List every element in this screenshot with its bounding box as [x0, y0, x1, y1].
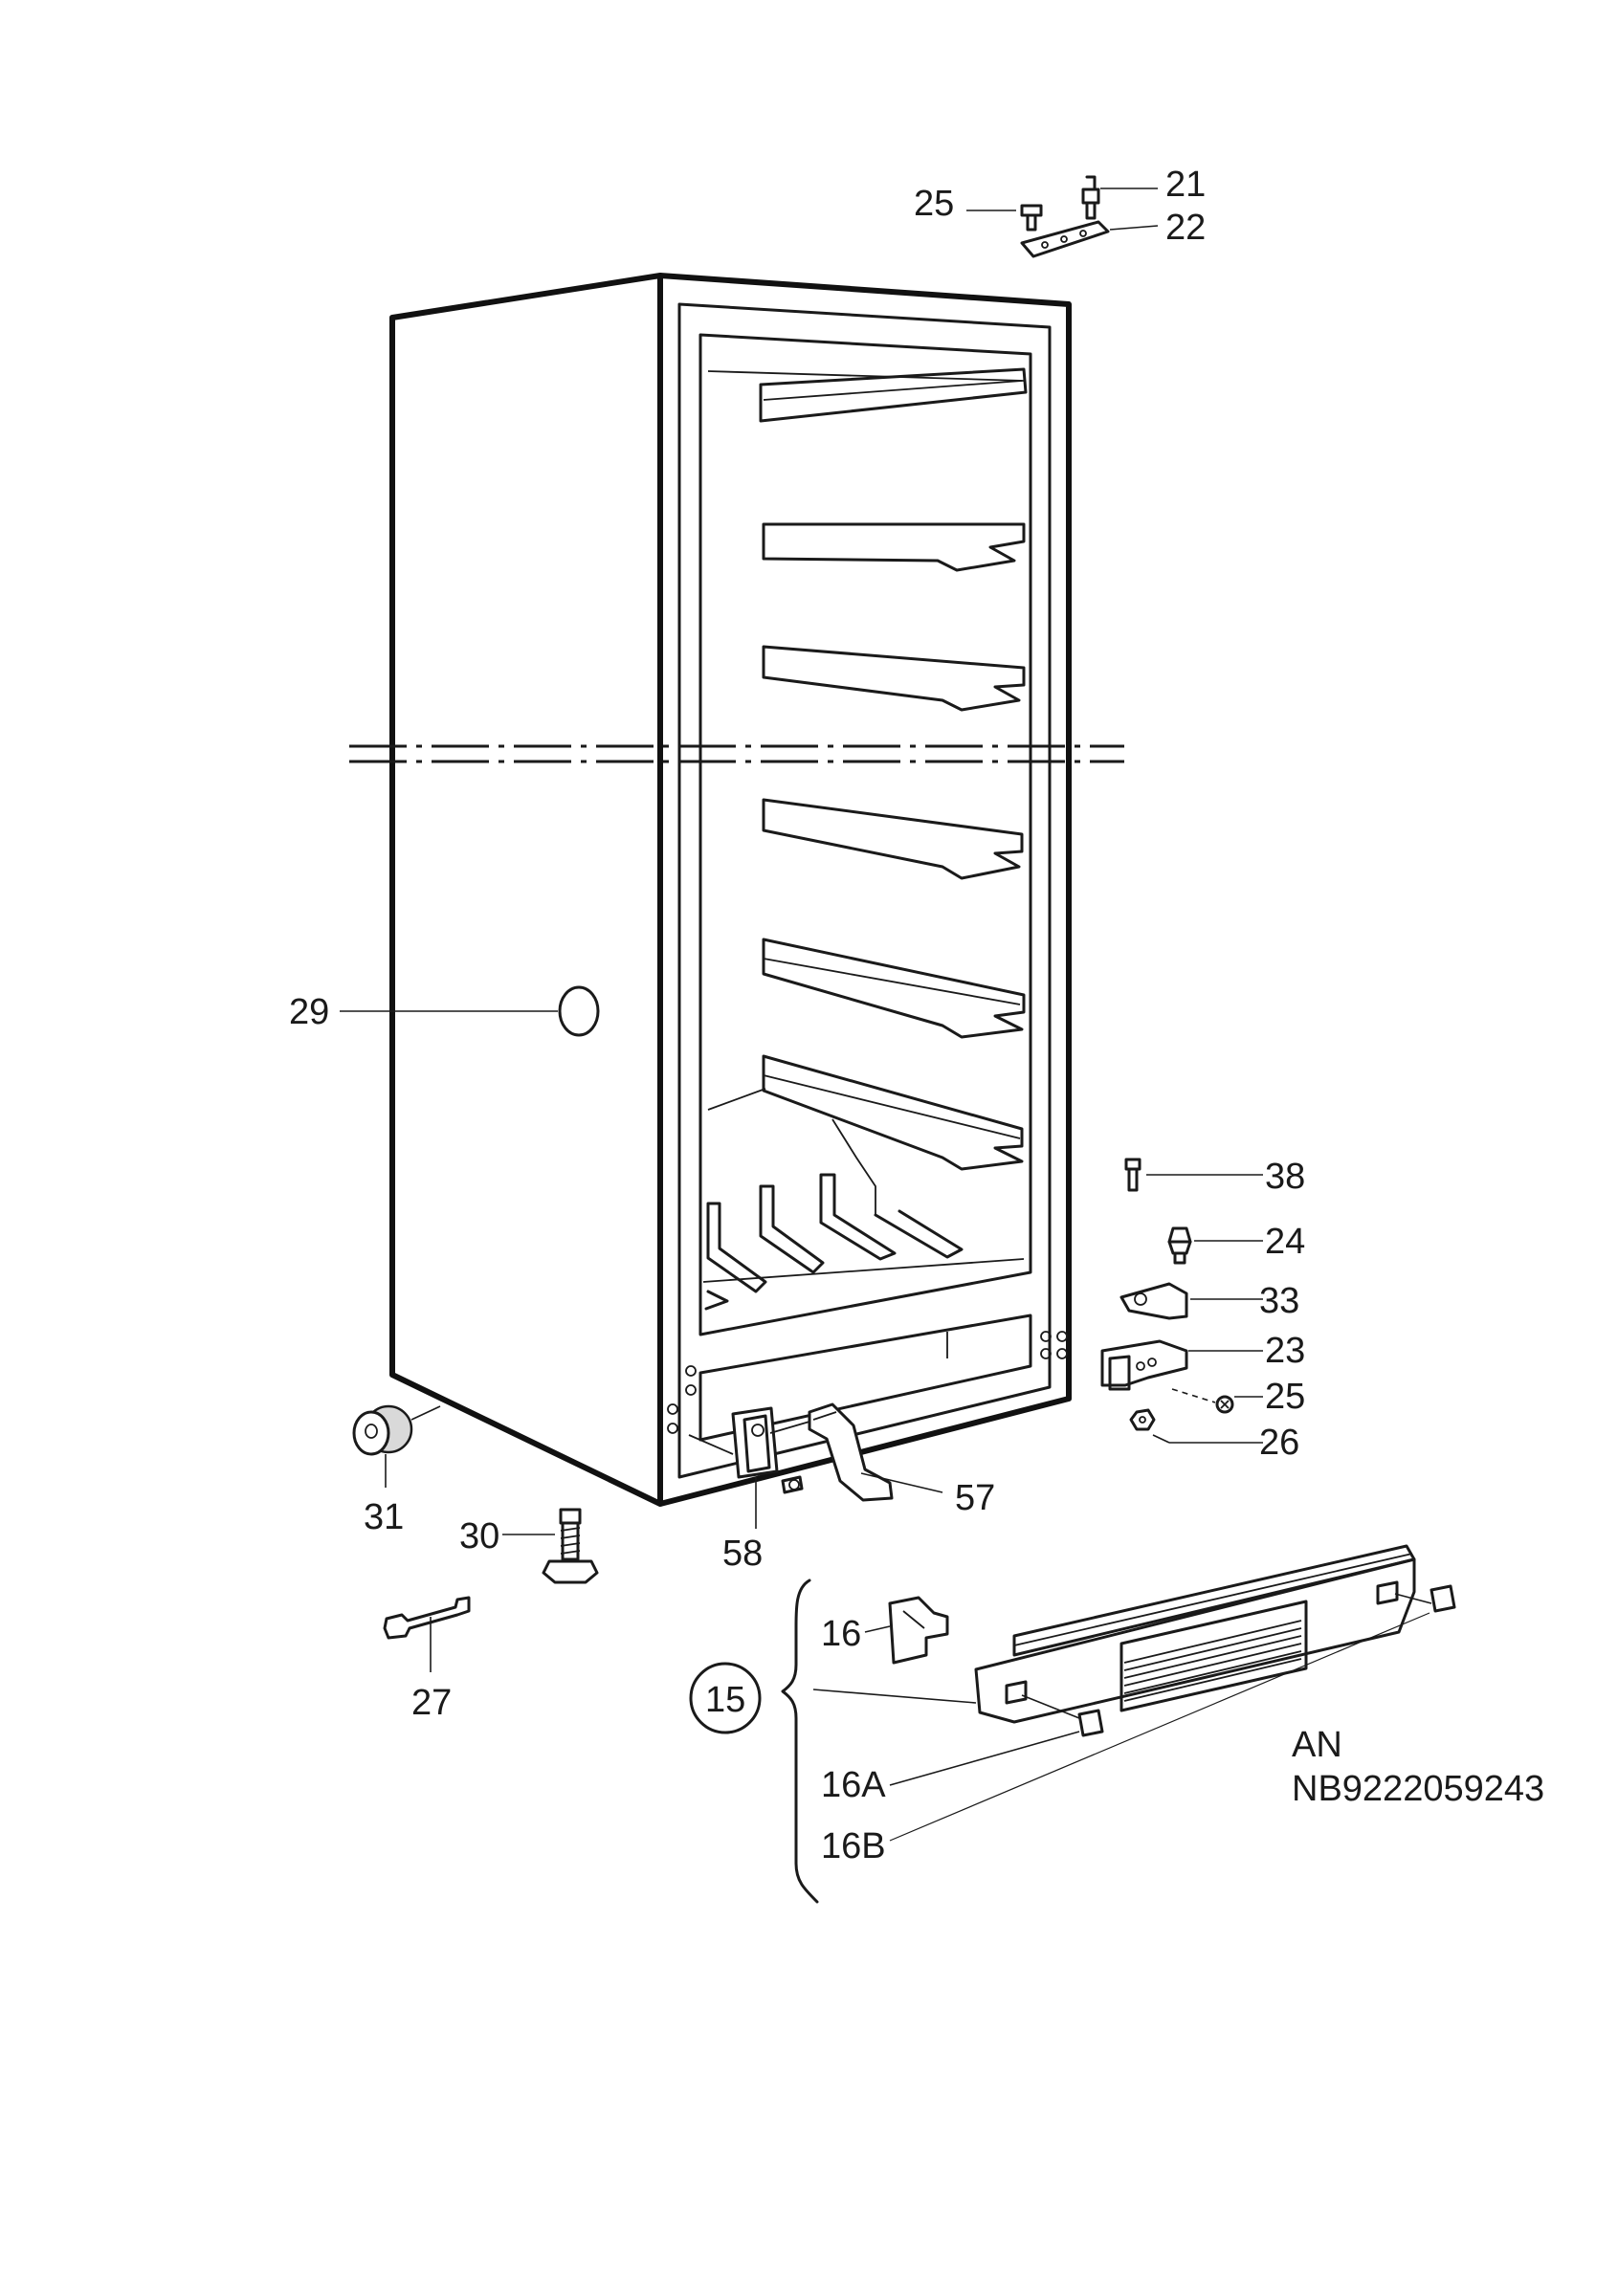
right-hinge-parts	[1100, 1158, 1263, 1444]
label-30: 30	[459, 1516, 499, 1556]
lower-hinge-parts	[688, 1402, 943, 1529]
kick-plate-grille	[1119, 1600, 1308, 1712]
label-16: 16	[821, 1614, 861, 1654]
label-26: 26	[1259, 1423, 1299, 1463]
label-24: 24	[1265, 1222, 1305, 1262]
label-16A: 16A	[821, 1765, 886, 1805]
label-38: 38	[1265, 1157, 1305, 1197]
shelf-rails	[707, 367, 1028, 1215]
label-58: 58	[722, 1534, 763, 1574]
label-25-right: 25	[1265, 1377, 1305, 1417]
label-31: 31	[364, 1497, 404, 1537]
part-16B-cap	[889, 1584, 1456, 1842]
label-23: 23	[1265, 1331, 1305, 1371]
label-25-top: 25	[914, 184, 954, 224]
kick-plate	[974, 1544, 1416, 1724]
part-16-clip	[864, 1596, 949, 1665]
top-hinge-parts	[966, 175, 1159, 258]
label-27: 27	[411, 1683, 452, 1723]
part-29-round-plug	[340, 985, 600, 1037]
label-29: 29	[289, 992, 329, 1032]
part-31-roller	[352, 1404, 441, 1488]
label-15: 15	[705, 1680, 745, 1720]
break-lines	[349, 744, 1124, 763]
part-16A-cap	[889, 1694, 1104, 1786]
bottom-tubes	[702, 1173, 1025, 1311]
part-30-leveling-foot	[502, 1508, 599, 1584]
label-33: 33	[1259, 1281, 1299, 1321]
label-22: 22	[1165, 208, 1206, 248]
cabinet-body	[389, 273, 1072, 1507]
part-27-wrench	[383, 1596, 471, 1672]
reference-line-1: AN	[1292, 1725, 1342, 1765]
label-57: 57	[955, 1478, 995, 1518]
label-16B: 16B	[821, 1826, 886, 1866]
part-labels: 21 22 25 29 38 24 33 23 25 26 57 58 31 3…	[289, 165, 1544, 1866]
group-15-brace	[689, 1578, 977, 1904]
frame-holes	[667, 1331, 1068, 1434]
label-21: 21	[1165, 165, 1206, 205]
reference-line-2: NB9222059243	[1292, 1769, 1544, 1809]
